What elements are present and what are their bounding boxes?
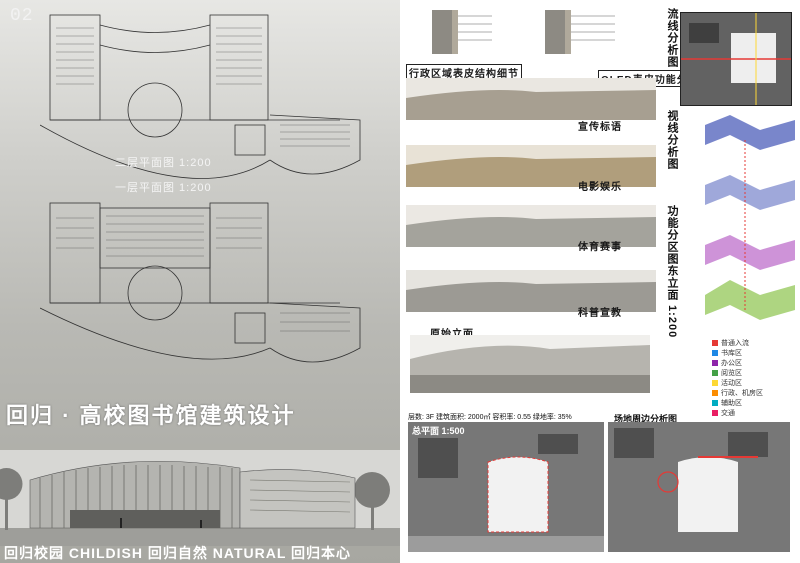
- legend-item: 普通入流: [712, 338, 749, 348]
- legend-swatch: [712, 400, 718, 407]
- legend-item: 办公区: [712, 358, 742, 368]
- main-title: 回归 · 高校图书馆建筑设计: [6, 403, 296, 428]
- site-info: 层数: 3F 建筑面积: 2000㎡ 容积率: 0.55 绿地率: 35%: [408, 414, 572, 421]
- strip-label-1: 宣传标语: [578, 122, 622, 133]
- legend-item: 书库区: [712, 348, 742, 358]
- legend-item: 辅助区: [712, 398, 742, 408]
- elevation-strip-1: [406, 78, 656, 120]
- skin-detail-diagram-2: [545, 10, 615, 54]
- east-elevation-title: 东立面 1:200: [666, 265, 678, 339]
- original-elevation-label: 原始立面: [430, 329, 474, 340]
- elevation-strip-4: [406, 270, 656, 312]
- legend-item: 交通: [712, 408, 735, 418]
- site-plan-title: 总平面 1:500: [412, 426, 465, 436]
- flow-analysis-diagram: [680, 12, 792, 106]
- legend-swatch: [712, 410, 718, 417]
- second-floor-plan: [40, 14, 361, 179]
- legend-item: 活动区: [712, 378, 742, 388]
- legend-swatch: [712, 340, 718, 347]
- skin-detail-diagram-1: [432, 10, 492, 54]
- function-axonometric-diagram: [705, 115, 795, 320]
- legend-swatch: [712, 350, 718, 357]
- sheet-number: 02: [10, 6, 34, 26]
- strip-label-2: 电影娱乐: [578, 182, 622, 193]
- legend: 普通入流 书库区 办公区 阅览区 活动区 行政、机房区 辅助区 交通: [712, 338, 792, 418]
- site-analysis-title: 场地周边分析图: [614, 414, 678, 424]
- site-plan-1: 总平面 1:500: [408, 422, 604, 552]
- second-floor-caption: 二层平面图 1:200: [115, 157, 212, 169]
- perspective-render: [0, 450, 400, 546]
- strip-label-4: 科普宣教: [578, 308, 622, 319]
- first-floor-plan: [40, 202, 361, 363]
- flow-analysis-title: 流线分析图: [666, 8, 678, 68]
- function-zoning-title: 功能分区图: [666, 205, 678, 265]
- legend-swatch: [712, 380, 718, 387]
- strip-label-3: 体育赛事: [578, 242, 622, 253]
- left-panel: 02: [0, 0, 400, 563]
- legend-swatch: [712, 370, 718, 377]
- legend-swatch: [712, 360, 718, 367]
- legend-swatch: [712, 390, 718, 397]
- elevation-strip-2: [406, 145, 656, 187]
- original-elevation: [410, 335, 650, 393]
- elevation-strip-3: [406, 205, 656, 247]
- right-panel: 行政区域表皮结构细节 OLED表皮功能分析图 宣传标语 电影娱乐 体育赛事 科普…: [400, 0, 800, 563]
- viewing-analysis-title: 视线分析图: [666, 110, 678, 170]
- legend-item: 行政、机房区: [712, 388, 763, 398]
- slogan: 回归校园 CHILDISH 回归自然 NATURAL 回归本心 ORIGINAL: [4, 545, 352, 561]
- site-plan-2: [608, 422, 790, 552]
- first-floor-caption: 一层平面图 1:200: [115, 182, 212, 194]
- legend-item: 阅览区: [712, 368, 742, 378]
